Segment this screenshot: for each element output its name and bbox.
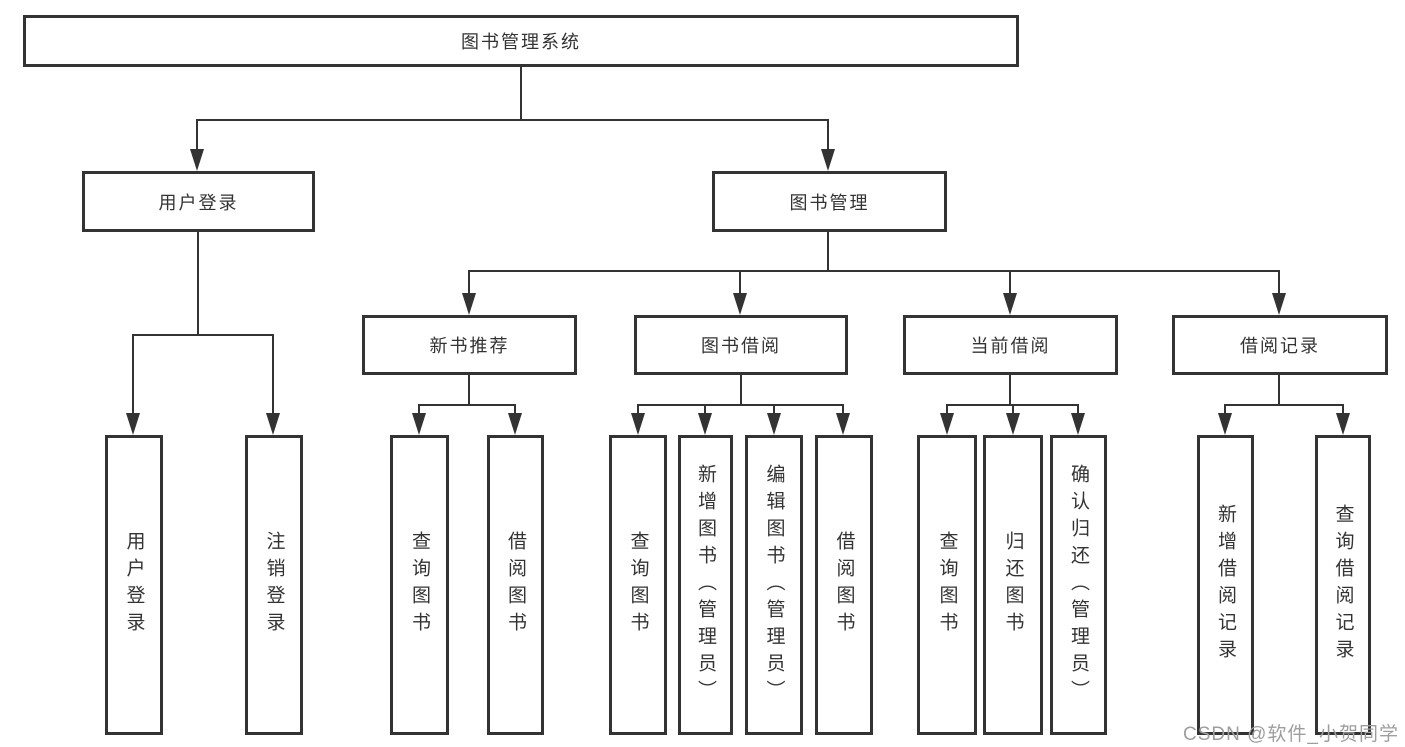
node-label: 新书推荐 [429,336,510,356]
connector-line [1278,270,1280,295]
connector-line [1224,404,1344,406]
connector-line [468,375,470,406]
node-label: 图书管理 [789,192,870,213]
leaf-label: 查询图书 [627,531,649,639]
connector-line [196,119,198,152]
connector-line [197,232,199,336]
leaf-label: 归还图书 [1002,531,1024,639]
arrowhead-down [940,413,954,435]
connector-line [1342,404,1344,416]
arrowhead-down [1218,413,1232,435]
node-book-borrow: 图书借阅 [634,315,848,375]
leaf-query-books-current: 查询图书 [917,435,977,735]
connector-line [1012,404,1014,416]
leaf-user-login: 用户登录 [105,435,163,735]
connector-line [132,334,134,414]
arrowhead-down [190,149,204,171]
node-label: 当前借阅 [970,336,1051,356]
connector-line [842,404,844,416]
leaf-return-book: 归还图书 [983,435,1043,735]
node-new-book-recommend: 新书推荐 [362,315,577,375]
leaf-query-borrow-record: 查询借阅记录 [1315,435,1371,735]
leaf-logout: 注销登录 [245,435,303,735]
connector-line [520,67,522,121]
arrowhead-down [1272,293,1286,315]
arrowhead-down [508,413,522,435]
leaf-label: 查询借阅记录 [1332,504,1354,666]
connector-line [132,334,274,336]
watermark: CSDN @软件_小贺同学 [1183,724,1399,745]
connector-line [946,404,948,416]
node-label: 图书借阅 [701,336,781,356]
node-library-management-system: 图书管理系统 [23,15,1019,67]
leaf-query-books-borrow: 查询图书 [609,435,667,735]
connector-line [739,270,741,295]
leaf-label: 新增图书（管理员） [695,463,716,707]
connector-line [704,404,706,416]
connector-line [514,404,516,416]
connector-line [740,375,742,406]
node-label: 图书管理系统 [461,32,581,52]
leaf-label: 编辑图书（管理员） [763,463,785,707]
connector-line [418,404,516,406]
arrowhead-down [126,413,140,435]
arrowhead-down [821,149,835,171]
connector-line [1224,404,1226,416]
arrowhead-down [767,413,781,435]
connector-line [196,119,829,121]
leaf-label: 查询图书 [936,531,958,639]
node-label: 用户登录 [158,192,239,213]
node-borrow-records: 借阅记录 [1172,315,1388,375]
connector-line [773,404,775,416]
leaf-label: 新增借阅记录 [1215,504,1236,666]
node-current-borrow: 当前借阅 [903,315,1118,375]
arrowhead-down [698,413,712,435]
connector-line [1009,375,1011,406]
leaf-query-books-recommend: 查询图书 [390,435,449,735]
connector-line [468,270,470,295]
leaf-borrow-books-recommend: 借阅图书 [487,435,544,735]
arrowhead-down [266,413,280,435]
arrowhead-down [462,293,476,315]
connector-line [468,270,1280,272]
connector-line [1278,375,1280,406]
connector-line [1009,270,1011,295]
leaf-confirm-return-admin: 确认归还（管理员） [1050,435,1107,735]
leaf-label: 确认归还（管理员） [1068,463,1089,707]
arrowhead-down [631,413,645,435]
node-label: 借阅记录 [1240,336,1320,356]
leaf-edit-book-admin: 编辑图书（管理员） [745,435,803,735]
connector-line [1077,404,1079,416]
connector-line [637,404,639,416]
leaf-label: 查询图书 [409,531,430,639]
leaf-add-borrow-record: 新增借阅记录 [1197,435,1254,735]
arrowhead-down [1071,413,1085,435]
connector-line [827,232,829,272]
node-user-login: 用户登录 [82,171,315,232]
node-book-management: 图书管理 [712,171,947,232]
leaf-label: 借阅图书 [505,531,526,639]
connector-line [418,404,420,416]
connector-line [637,404,844,406]
leaf-add-book-admin: 新增图书（管理员） [678,435,733,735]
arrowhead-down [412,413,426,435]
leaf-label: 注销登录 [263,531,285,639]
leaf-borrow-books: 借阅图书 [815,435,873,735]
connector-line [272,334,274,414]
leaf-label: 借阅图书 [833,531,855,639]
arrowhead-down [1003,293,1017,315]
arrowhead-down [1006,413,1020,435]
connector-line [827,119,829,152]
arrowhead-down [1336,413,1350,435]
arrowhead-down [733,293,747,315]
arrowhead-down [836,413,850,435]
leaf-label: 用户登录 [123,531,145,639]
